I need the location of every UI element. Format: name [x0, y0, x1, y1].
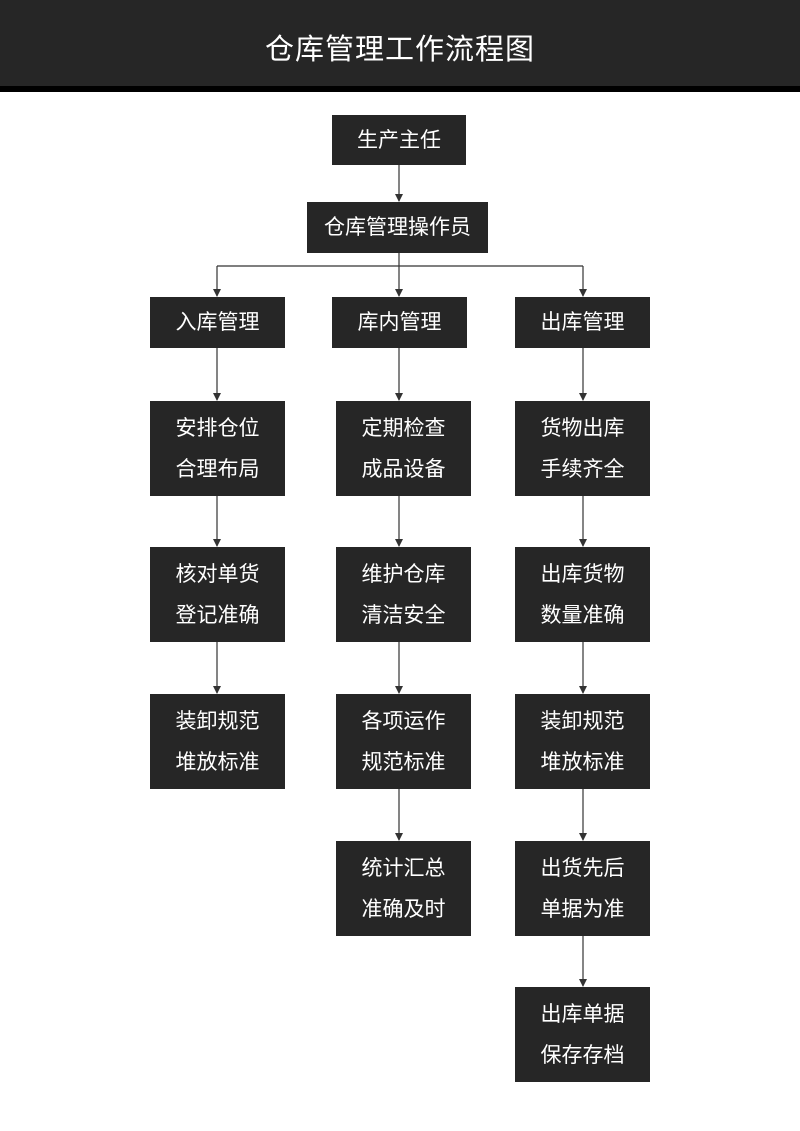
node-outbound-management: 出库管理	[515, 297, 650, 348]
node-line-2: 登记准确	[175, 602, 260, 627]
node-mid-step-1: 定期检查 成品设备	[336, 401, 471, 496]
node-line-1: 出库货物	[540, 561, 625, 586]
node-line-1: 装卸规范	[175, 708, 260, 733]
node-production-director: 生产主任	[332, 115, 466, 165]
node-line-1: 出货先后	[540, 855, 625, 880]
node-label: 仓库管理操作员	[324, 215, 471, 239]
node-out-step-2: 出库货物 数量准确	[515, 547, 650, 642]
node-out-step-4: 出货先后 单据为准	[515, 841, 650, 936]
node-line-2: 准确及时	[361, 896, 446, 921]
node-line-1: 出库单据	[540, 1001, 625, 1026]
node-line-2: 堆放标准	[540, 749, 625, 774]
node-line-2: 单据为准	[540, 896, 625, 921]
node-line-2: 数量准确	[540, 602, 625, 627]
node-line-2: 合理布局	[175, 456, 260, 481]
node-line-1: 各项运作	[361, 708, 446, 733]
node-line-2: 成品设备	[361, 456, 446, 481]
node-out-step-1: 货物出库 手续齐全	[515, 401, 650, 496]
node-label: 生产主任	[357, 127, 441, 152]
node-internal-management: 库内管理	[332, 297, 467, 348]
node-label: 出库管理	[540, 310, 625, 334]
node-line-2: 手续齐全	[540, 456, 625, 481]
node-line-1: 维护仓库	[361, 561, 446, 586]
node-line-2: 清洁安全	[361, 602, 446, 627]
node-line-1: 货物出库	[540, 415, 625, 440]
title-bar: 仓库管理工作流程图	[0, 0, 800, 92]
node-line-2: 规范标准	[361, 749, 446, 774]
node-line-1: 核对单货	[175, 561, 260, 586]
node-in-step-2: 核对单货 登记准确	[150, 547, 285, 642]
node-inbound-management: 入库管理	[150, 297, 285, 348]
node-in-step-3: 装卸规范 堆放标准	[150, 694, 285, 789]
node-mid-step-2: 维护仓库 清洁安全	[336, 547, 471, 642]
node-line-1: 装卸规范	[540, 708, 625, 733]
node-out-step-5: 出库单据 保存存档	[515, 987, 650, 1082]
node-warehouse-operator: 仓库管理操作员	[307, 202, 488, 253]
node-line-1: 安排仓位	[175, 415, 260, 440]
page-title: 仓库管理工作流程图	[264, 32, 535, 66]
node-label: 入库管理	[175, 310, 260, 334]
node-label: 库内管理	[357, 310, 442, 334]
node-in-step-1: 安排仓位 合理布局	[150, 401, 285, 496]
node-line-1: 统计汇总	[361, 855, 446, 880]
node-mid-step-3: 各项运作 规范标准	[336, 694, 471, 789]
node-line-2: 堆放标准	[175, 749, 260, 774]
node-line-1: 定期检查	[361, 415, 446, 440]
node-line-2: 保存存档	[540, 1042, 625, 1067]
node-mid-step-4: 统计汇总 准确及时	[336, 841, 471, 936]
node-out-step-3: 装卸规范 堆放标准	[515, 694, 650, 789]
